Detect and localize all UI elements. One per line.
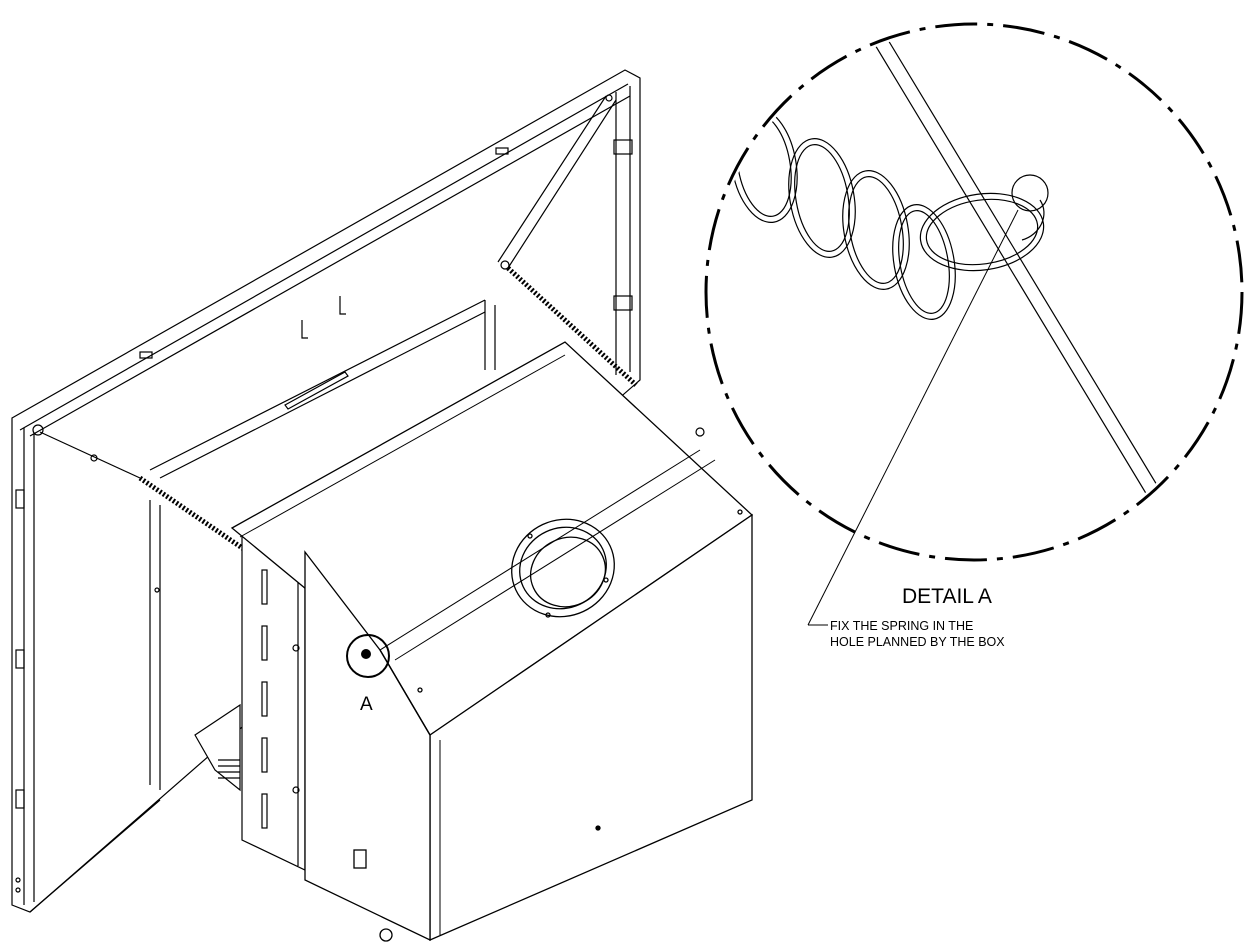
motor-box <box>194 703 241 792</box>
detail-note-line-1: FIX THE SPRING IN THE <box>830 619 973 633</box>
callout-a-label: A <box>360 694 373 715</box>
duct-collar <box>511 518 615 618</box>
hood-box <box>230 341 754 942</box>
detail-note-line-2: HOLE PLANNED BY THE BOX <box>830 635 1005 649</box>
right-spring <box>506 266 705 437</box>
support-strut <box>497 94 617 270</box>
detail-leader-line <box>807 209 1019 626</box>
callout-a-marker: A <box>346 634 390 715</box>
detail-title: DETAIL A <box>902 585 992 608</box>
detail-a-view: DETAIL A FIX THE SPRING IN THE HOLE PLAN… <box>704 22 1244 649</box>
detail-hole <box>1011 174 1049 212</box>
